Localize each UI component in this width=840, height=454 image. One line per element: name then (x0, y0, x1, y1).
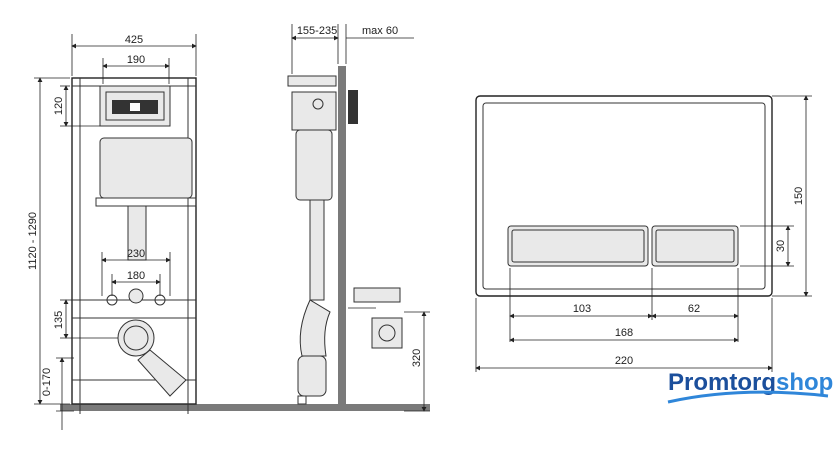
front-water-inlet (128, 288, 144, 304)
dim-frame-height: 1120 - 1290 (27, 212, 39, 270)
flush-plate (475, 95, 773, 297)
dim-plate-width: 220 (615, 355, 633, 367)
front-cistern (99, 137, 193, 199)
side-outlet-pipe (297, 355, 327, 397)
dim-plate-height: 150 (793, 187, 805, 205)
side-wall (338, 66, 346, 411)
dim-bolt-spacing: 180 (127, 270, 145, 282)
dim-right-button-width: 62 (688, 303, 700, 315)
front-view: 425 190 1120 - 1290 120 230 180 135 (27, 34, 210, 430)
side-water-connection (353, 287, 401, 303)
side-cistern (295, 129, 333, 201)
dim-depth: 155-235 (297, 25, 337, 37)
side-view: 155-235 max 60 320 (210, 24, 430, 412)
side-flush-mechanism (291, 91, 337, 131)
front-floor (60, 404, 210, 411)
dim-wall-thickness: max 60 (362, 25, 398, 37)
brand-swoosh-icon (667, 390, 829, 404)
dim-pipe-spacing: 230 (127, 248, 145, 260)
front-outlet-bend (137, 349, 187, 397)
side-outlet-flange (371, 317, 403, 349)
side-top-bracket (287, 75, 337, 87)
dim-drain-height: 135 (53, 311, 65, 329)
dim-frame-width: 425 (125, 34, 143, 46)
dim-leg-adjust: 0-170 (41, 368, 53, 396)
brand-logo[interactable]: Promtorgshop (667, 369, 833, 404)
side-down-pipe (309, 199, 325, 301)
flush-plate-view: 150 30 103 62 168 220 (475, 95, 812, 372)
front-frame (71, 77, 197, 405)
side-outlet-bend (299, 299, 331, 357)
dim-top-offset: 120 (53, 97, 65, 115)
side-wall-bracket (348, 90, 358, 124)
dim-buttons-width: 168 (615, 327, 633, 339)
flush-button-right (651, 225, 739, 267)
dim-left-button-width: 103 (573, 303, 591, 315)
dim-button-height: 30 (775, 240, 787, 252)
dim-panel-width: 190 (127, 54, 145, 66)
dim-outlet-height: 320 (411, 349, 423, 367)
side-floor (210, 404, 430, 411)
flush-button-left (507, 225, 649, 267)
